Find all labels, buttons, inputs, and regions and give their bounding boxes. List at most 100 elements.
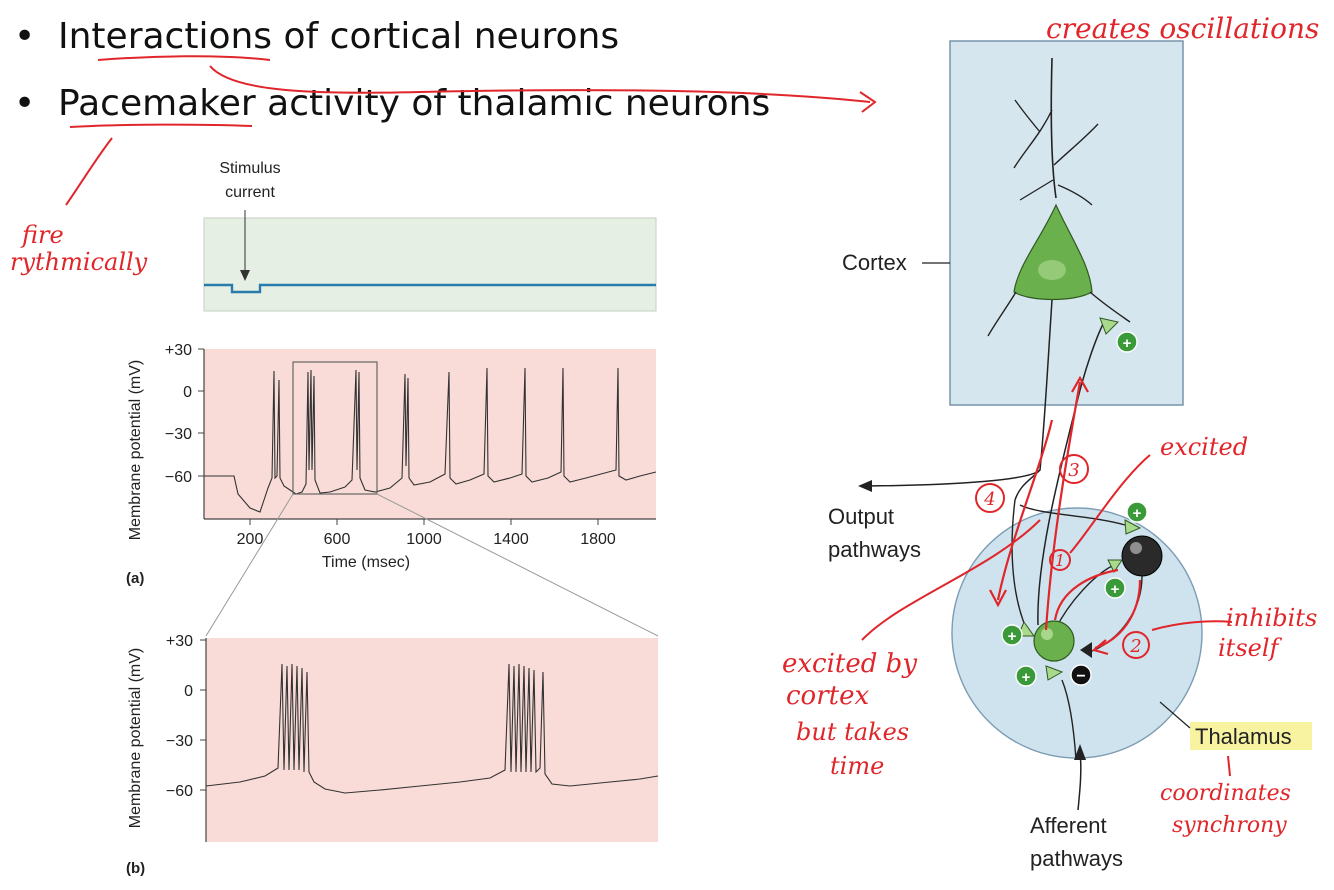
- reticular-neuron: [1121, 535, 1163, 577]
- bullet-dot: •: [14, 83, 36, 124]
- y-axis-label: Membrane potential (mV): [127, 360, 144, 541]
- annotations: creates oscillations fire rythmically 1 …: [10, 12, 1319, 838]
- x-tick-label: 1400: [493, 531, 529, 548]
- afferent-label: pathways: [1030, 846, 1123, 871]
- y-tick-label: −60: [166, 783, 193, 800]
- dendrite-branch: [1013, 109, 1053, 169]
- thalamus-to-cortex-arrow: [1044, 381, 1082, 631]
- dendrite-branch: [1057, 184, 1093, 206]
- x-tick-label: 1000: [406, 531, 442, 548]
- membrane-panel-a: +30 0 −30 −60 200 600 1000 1400 1800 Tim…: [126, 342, 657, 587]
- stimulus-panel: Stimulus current: [203, 160, 657, 312]
- inhibits-leader: [1151, 620, 1233, 631]
- x-tick-label: 600: [324, 531, 351, 548]
- afferent-axon: [1061, 679, 1077, 761]
- thalamocortical-axon: [1037, 321, 1105, 626]
- y-tick-label: −30: [165, 426, 192, 443]
- plus-badge: [1126, 501, 1148, 523]
- minus-sign: −: [1076, 668, 1085, 685]
- membrane-a-background: [204, 349, 656, 519]
- plus-sign: +: [1111, 581, 1120, 598]
- synapse-triangle: [1107, 559, 1123, 573]
- thalamus-label: Thalamus: [1195, 724, 1292, 749]
- membrane-b-y-ticks: +30 0 −30 −60: [166, 633, 206, 800]
- output-axon: [867, 469, 1041, 487]
- y-tick-label: +30: [165, 342, 192, 359]
- creates-annotation: creates oscillations: [1046, 12, 1319, 45]
- y-tick-label: 0: [184, 683, 193, 700]
- excited-by-annotation: cortex: [786, 681, 869, 711]
- soma-highlight: [1038, 260, 1066, 280]
- underline-interactions: [97, 55, 271, 61]
- reticular-to-relay-arrow: [1094, 579, 1142, 650]
- arrow-head: [1071, 375, 1089, 393]
- plus-badge: [1116, 331, 1138, 353]
- membrane-a-x-ticks: 200 600 1000 1400 1800: [237, 519, 616, 548]
- corticothalamic-axon: [1011, 499, 1027, 629]
- zoom-connector-left: [205, 493, 294, 637]
- inhibits-annotation: inhibits: [1226, 604, 1317, 632]
- cortex-box: [949, 40, 1184, 406]
- plus-sign: +: [1123, 335, 1132, 352]
- relay-neuron: [1033, 620, 1075, 662]
- stimulus-background: [203, 217, 657, 312]
- excited-leader: [1069, 454, 1151, 554]
- membrane-b-background: [206, 638, 658, 842]
- excited-annotation: excited: [1160, 433, 1248, 461]
- number-circle: [1059, 454, 1089, 484]
- stimulus-arrow-head: [240, 270, 250, 281]
- dendrite-branch: [1053, 123, 1099, 166]
- coordinates-leader: [1227, 755, 1231, 777]
- stimulus-label: Stimulus: [219, 160, 280, 177]
- number-circle: [1049, 549, 1071, 571]
- excited-by-annotation: excited by: [782, 649, 917, 679]
- x-axis-label: Time (msec): [322, 554, 410, 571]
- minus-badge: [1070, 664, 1092, 686]
- afferent-arrow-head: [1074, 744, 1086, 760]
- number-circle: [975, 483, 1005, 513]
- underline-pacemaker: [69, 123, 253, 128]
- arrow-head: [859, 91, 877, 113]
- bullet-dot: •: [14, 16, 36, 57]
- relay-highlight: [1041, 628, 1053, 640]
- plus-sign: +: [1133, 505, 1142, 522]
- output-arrow-head: [858, 480, 872, 492]
- arrow-head: [989, 589, 1007, 608]
- interactions-arrow: [209, 65, 871, 103]
- plus-sign: +: [1008, 628, 1017, 645]
- y-tick-label: 0: [183, 384, 192, 401]
- cortical-neuron-soma: [1013, 203, 1093, 301]
- synapse-triangle: [1099, 317, 1119, 335]
- fire-annotation: fire: [20, 221, 64, 249]
- coordinates-annotation: coordinates: [1160, 781, 1291, 806]
- excited-by-annotation: time: [830, 752, 884, 780]
- relay-to-reticular-arrow: [1053, 568, 1119, 621]
- thalamus-leader-line: [1159, 701, 1191, 729]
- cortex-to-thalamus-arrow: [996, 419, 1054, 601]
- pacemaker-arrow: [65, 137, 113, 206]
- excited-by-leader: [861, 519, 1041, 641]
- circuit-diagram: + + − + +: [828, 40, 1312, 871]
- bullet-text: Interactions of cortical neurons: [58, 16, 620, 57]
- inhibits-annotation: itself: [1218, 634, 1283, 662]
- fire-annotation: rythmically: [10, 248, 148, 276]
- afferent-pathway-line: [1077, 751, 1082, 811]
- plus-badge: [1015, 665, 1037, 687]
- basal-dendrite: [987, 291, 1017, 337]
- plus-badge: [1001, 624, 1023, 646]
- dendrite-branch: [1014, 99, 1041, 133]
- zoom-connector-right: [376, 493, 659, 637]
- relay-collateral: [1054, 565, 1113, 631]
- y-axis-label: Membrane potential (mV): [127, 648, 144, 829]
- bullet-item-interactions: • Interactions of cortical neurons: [14, 16, 619, 57]
- zoom-box: [292, 361, 378, 495]
- output-label: Output: [828, 504, 894, 529]
- synapse-triangle: [1045, 665, 1064, 681]
- plus-badge: [1104, 577, 1126, 599]
- output-label: pathways: [828, 537, 921, 562]
- x-tick-label: 200: [237, 531, 264, 548]
- reticular-highlight: [1130, 542, 1142, 554]
- afferent-label: Afferent: [1030, 813, 1107, 838]
- number-1: 1: [1055, 551, 1065, 570]
- membrane-panel-b: +30 0 −30 −60 Membrane potential (mV) (b…: [126, 633, 659, 877]
